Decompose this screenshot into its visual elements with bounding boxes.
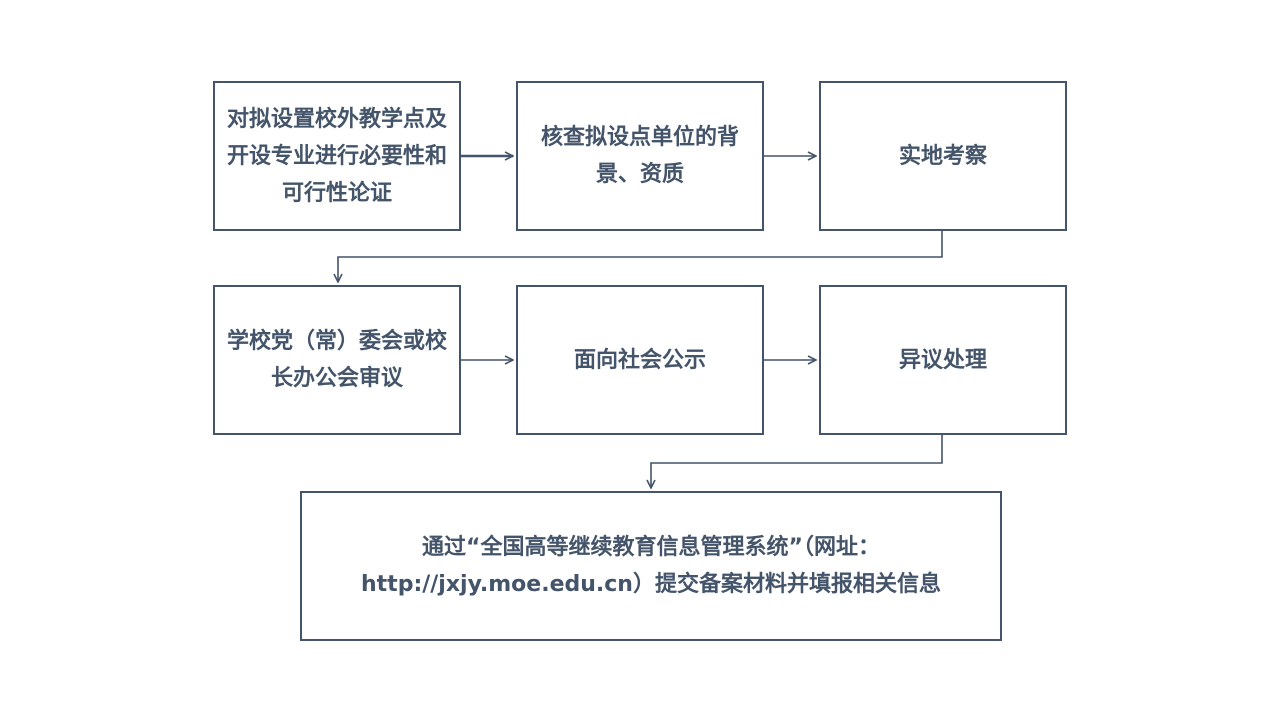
step-feasibility-study: 对拟设置校外教学点及开设专业进行必要性和可行性论证 <box>213 81 461 231</box>
step-verify-background: 核查拟设点单位的背景、资质 <box>516 81 764 231</box>
step-label: 核查拟设点单位的背景、资质 <box>540 125 739 187</box>
step-label: 面向社会公示 <box>573 347 706 373</box>
step-label: 对拟设置校外教学点及开设专业进行必要性和可行性论证 <box>227 106 448 206</box>
step-submit-filing: 通过“全国高等继续教育信息管理系统”（网址：http://jxjy.moe.ed… <box>300 491 1002 641</box>
step-label: 学校党（常）委会或校长办公会审议 <box>227 329 448 391</box>
step-label: 通过“全国高等继续教育信息管理系统”（网址：http://jxjy.moe.ed… <box>361 535 941 597</box>
step-objection-handling: 异议处理 <box>819 285 1067 435</box>
arrow-6-to-7 <box>651 435 943 488</box>
step-committee-review: 学校党（常）委会或校长办公会审议 <box>213 285 461 435</box>
step-site-inspection: 实地考察 <box>819 81 1067 231</box>
arrow-3-to-4 <box>338 231 943 282</box>
step-public-notice: 面向社会公示 <box>516 285 764 435</box>
step-label: 实地考察 <box>898 143 987 169</box>
step-label: 异议处理 <box>898 347 987 373</box>
